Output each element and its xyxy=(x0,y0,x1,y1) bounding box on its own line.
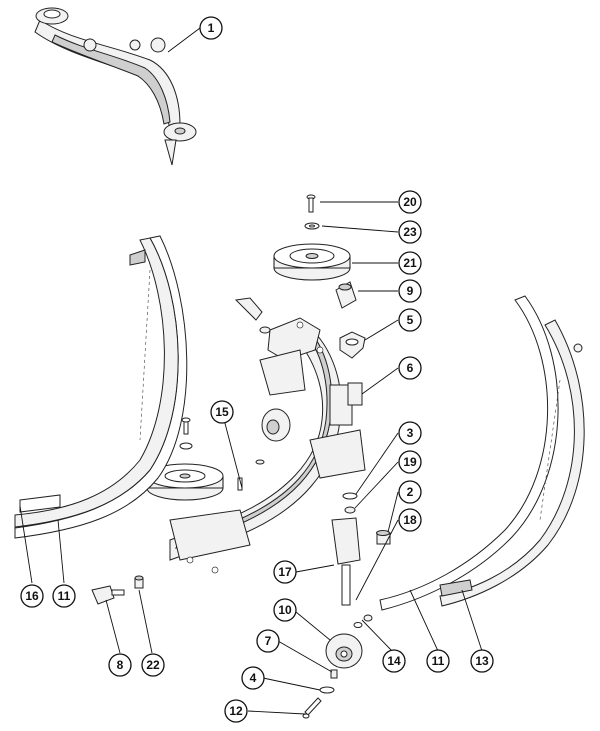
svg-text:11: 11 xyxy=(432,654,445,668)
callout-13: 13 xyxy=(470,649,494,673)
washer-3 xyxy=(342,492,358,500)
wheel-left xyxy=(146,463,224,501)
callout-15: 15 xyxy=(210,400,234,424)
svg-text:2: 2 xyxy=(407,485,414,499)
callout-1: 1 xyxy=(199,16,223,40)
leader-lines xyxy=(19,27,483,715)
star-knob-5 xyxy=(339,331,366,359)
svg-text:12: 12 xyxy=(229,704,243,718)
svg-text:4: 4 xyxy=(250,671,257,685)
callout-9: 9 xyxy=(398,279,422,303)
cap-2 xyxy=(376,530,391,545)
right-blade xyxy=(379,295,585,611)
small-bolts xyxy=(237,459,265,491)
spacer-7 xyxy=(330,669,338,679)
frame-assembly xyxy=(169,317,366,574)
svg-text:14: 14 xyxy=(387,654,401,668)
callout-22: 22 xyxy=(141,653,165,677)
svg-text:7: 7 xyxy=(265,634,272,648)
callout-7: 7 xyxy=(256,629,280,653)
callout-10: 10 xyxy=(273,598,297,622)
washer-23 xyxy=(304,222,320,230)
nut-14 xyxy=(353,614,373,628)
svg-text:18: 18 xyxy=(403,513,417,527)
svg-text:9: 9 xyxy=(407,284,414,298)
callout-20: 20 xyxy=(398,190,422,214)
screw-15 xyxy=(179,417,193,450)
svg-text:15: 15 xyxy=(215,405,229,419)
svg-text:16: 16 xyxy=(25,589,39,603)
svg-text:5: 5 xyxy=(407,313,414,327)
svg-text:6: 6 xyxy=(407,361,414,375)
svg-text:19: 19 xyxy=(403,455,417,469)
callout-21: 21 xyxy=(398,251,422,275)
svg-text:22: 22 xyxy=(146,658,160,672)
callout-11-right: 11 xyxy=(426,649,450,673)
callout-17: 17 xyxy=(273,560,297,584)
frame-roller xyxy=(261,408,291,442)
nut-22 xyxy=(134,575,144,589)
callout-5: 5 xyxy=(398,308,422,332)
callout-14: 14 xyxy=(382,649,406,673)
svg-text:3: 3 xyxy=(407,426,414,440)
wing-screw xyxy=(234,297,271,334)
callout-19: 19 xyxy=(398,450,422,474)
callout-23: 23 xyxy=(398,220,422,244)
callout-12: 12 xyxy=(224,699,248,723)
svg-text:23: 23 xyxy=(403,225,417,239)
wing-screw-8 xyxy=(91,585,125,605)
svg-text:17: 17 xyxy=(278,565,292,579)
bracket-6 xyxy=(347,382,363,406)
svg-text:11: 11 xyxy=(58,589,71,603)
knob-9 xyxy=(335,281,357,309)
callout-11-left: 11 xyxy=(52,584,76,608)
screw-20 xyxy=(306,194,316,213)
svg-text:8: 8 xyxy=(117,658,124,672)
wheel-21 xyxy=(273,243,351,281)
caster-wheel-10 xyxy=(325,633,363,669)
callout-2: 2 xyxy=(398,480,422,504)
callout-6: 6 xyxy=(398,356,422,380)
callout-18: 18 xyxy=(398,508,422,532)
callout-4: 4 xyxy=(241,666,265,690)
washer-4 xyxy=(319,686,335,694)
svg-text:13: 13 xyxy=(475,654,489,668)
svg-text:10: 10 xyxy=(278,603,292,617)
callout-16: 16 xyxy=(20,584,44,608)
left-blade xyxy=(14,235,188,539)
caster-bracket-17 xyxy=(331,517,361,606)
svg-text:21: 21 xyxy=(403,256,417,270)
assembled-squeegee xyxy=(34,7,197,166)
svg-text:1: 1 xyxy=(208,21,215,35)
nut-19 xyxy=(344,506,356,514)
bolt-12 xyxy=(302,697,322,719)
callout-3: 3 xyxy=(398,421,422,445)
svg-text:20: 20 xyxy=(403,195,417,209)
callout-8: 8 xyxy=(108,653,132,677)
